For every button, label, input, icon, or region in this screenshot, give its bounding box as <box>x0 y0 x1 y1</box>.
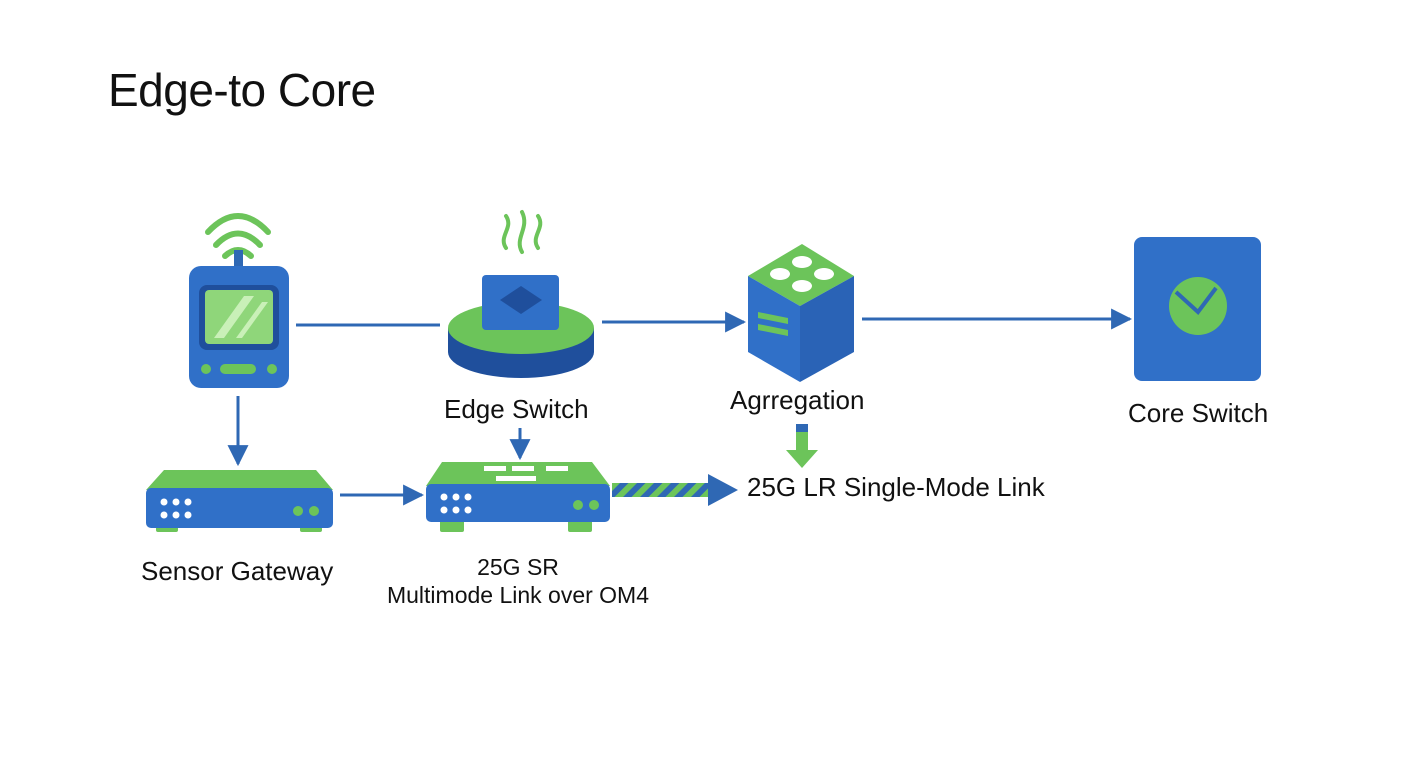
lr-link-label: 25G LR Single-Mode Link <box>747 472 1045 502</box>
sr-link-label: 25G SR Multimode Link over OM4 <box>370 553 666 609</box>
page-title: Edge-to Core <box>108 64 376 116</box>
edge-switch-label: Edge Switch <box>444 394 589 424</box>
switch-platform-icon <box>448 210 594 378</box>
gateway-device-icon <box>146 470 333 532</box>
lr-link-arrow <box>612 474 738 506</box>
core-switch-label: Core Switch <box>1128 398 1269 428</box>
wireless-sensor-icon <box>189 213 289 388</box>
sensor-gateway-label: Sensor Gateway <box>141 556 334 586</box>
network-switch-icon <box>426 462 610 532</box>
aggregation-down-arrow <box>786 424 818 468</box>
aggregation-cube-icon <box>748 244 854 382</box>
aggregation-label: Agrregation <box>730 385 865 415</box>
core-switch-icon <box>1134 237 1261 381</box>
sr-link-label-line1: 25G SR <box>477 554 559 580</box>
sr-link-label-line2: Multimode Link over OM4 <box>386 582 650 608</box>
